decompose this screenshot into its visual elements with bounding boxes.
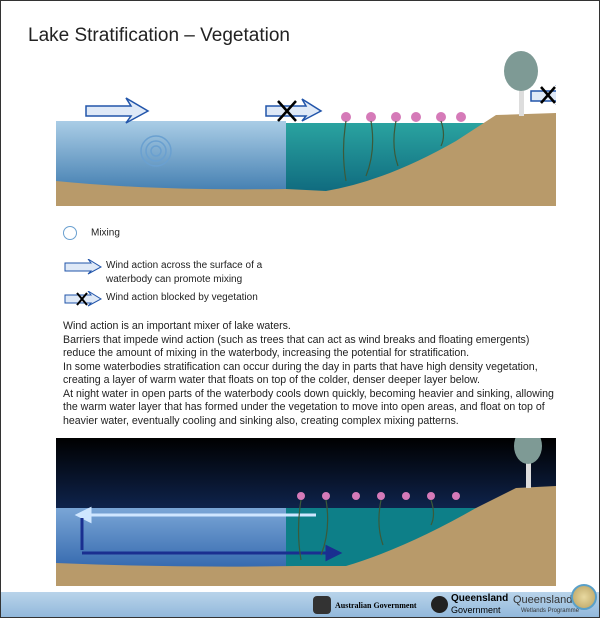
legend-wind: Wind action across the surface of a wate… [63,259,293,287]
night-scene [56,438,556,586]
day-scene [56,51,556,206]
paragraph: In some waterbodies stratification can o… [63,360,538,387]
water-lilies [297,492,460,561]
legend-wind-blocked-label: Wind action blocked by vegetation [106,292,258,303]
wind-arrow-icon [85,97,150,124]
legend-mixing: Mixing [63,226,120,241]
coat-of-arms-icon [313,596,331,614]
description: Wind action is an important mixer of lak… [63,320,563,428]
tree-icon [514,438,542,488]
australian-government-logo: Australian Government [335,601,417,610]
tree-icon [504,51,538,116]
paragraph: Wind action is an important mixer of lak… [63,320,291,332]
lake-bed [56,113,556,206]
wetlands-programme-logo-sub: Wetlands Programme [521,608,579,614]
wetlands-programme-logo: Queensland [513,594,573,606]
paragraph: At night water in open parts of the wate… [63,387,554,427]
mixing-swirl-icon [140,135,172,167]
paragraph: Barriers that impede wind action (such a… [63,333,530,360]
legend-mixing-label: Mixing [91,227,120,239]
queensland-logo-icon [431,596,448,613]
wind-arrow-icon [64,259,103,275]
queensland-government-logo: Queensland [451,593,509,604]
wetlands-circles-icon [571,584,597,610]
warm-water-arrow [74,506,316,524]
legend-wind-blocked: Wind action blocked by vegetation [63,291,258,307]
water-lilies [341,112,466,182]
mixing-swirl-icon [63,226,77,240]
footer: Australian Government Queensland Governm… [1,584,599,617]
wind-blocked-icon [64,291,103,307]
queensland-government-logo-sub: Government [451,605,501,615]
lake-bed [56,486,556,586]
wind-blocked-icon [530,85,556,105]
legend-wind-label: Wind action across the surface of a wate… [106,260,263,285]
page-title: Lake Stratification – Vegetation [28,25,290,46]
wind-blocked-icon [265,98,323,122]
sinking-arrow [80,518,343,562]
